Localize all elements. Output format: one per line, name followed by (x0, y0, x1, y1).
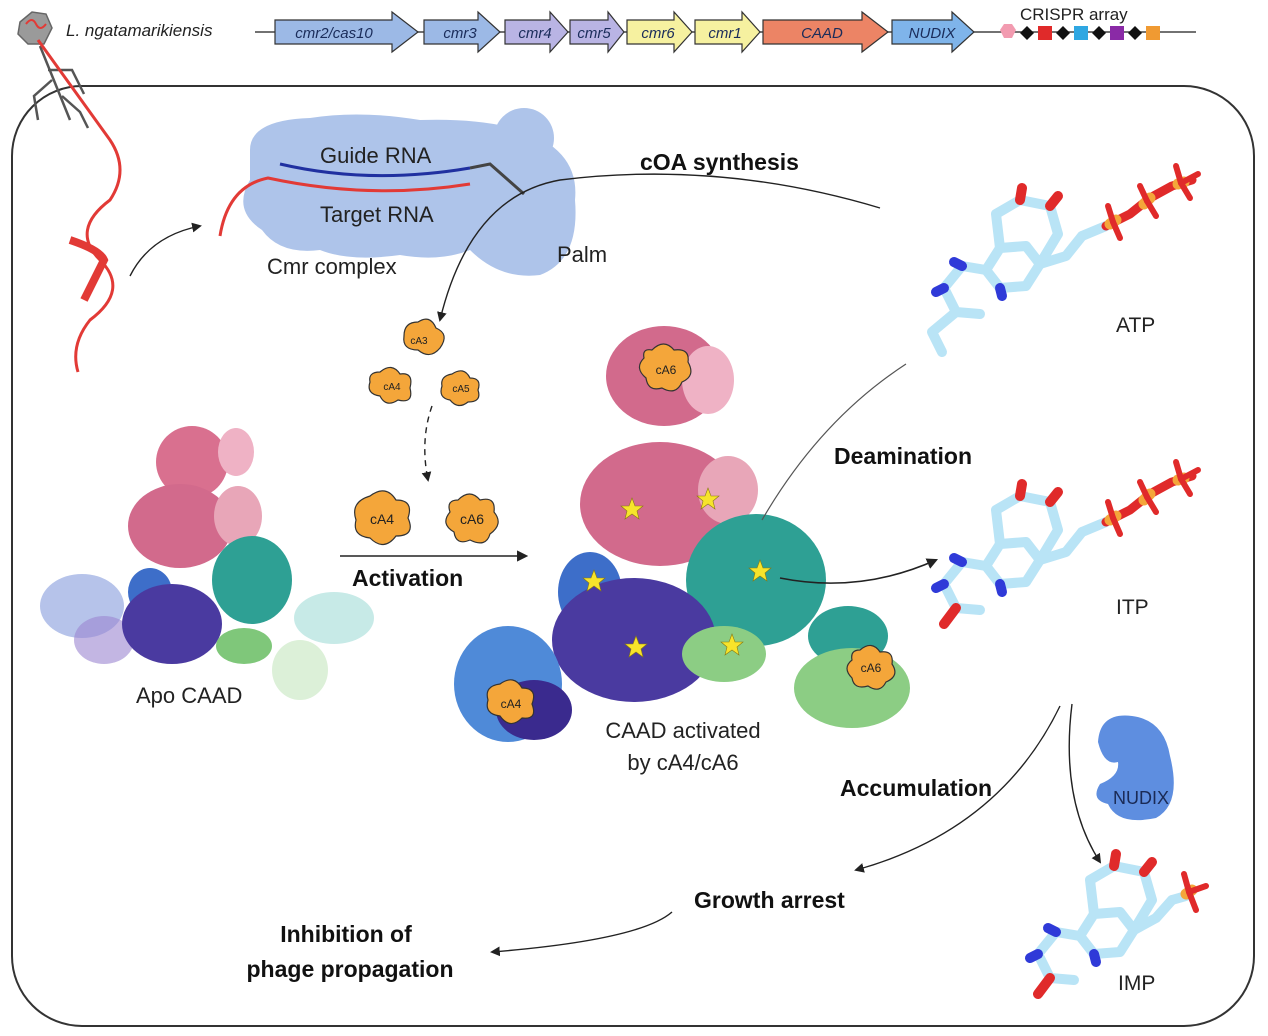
crispr-array (1000, 24, 1160, 40)
inhibition-arrow (490, 911, 673, 957)
gene-cmr2-arrow (274, 10, 419, 54)
active-site-star (620, 497, 644, 520)
bound-ca4-left: cA4 (486, 679, 535, 725)
bound-ca6-right: cA6 (846, 644, 896, 690)
target-rna-strand (218, 176, 471, 237)
phage-dna-coil (68, 236, 109, 302)
gene-cmr4-arrow (504, 10, 569, 54)
ligand-ca5: cA5 (440, 370, 480, 407)
gene-nudix-arrow (891, 10, 975, 54)
ligand-label: cA6 (861, 661, 882, 675)
inhibition-label-line1: Inhibition of (280, 921, 412, 947)
deamination-arrow (779, 558, 939, 584)
gene-label: cmr6 (641, 25, 675, 42)
nudix-protein (1096, 715, 1174, 821)
apo-caad-label: Apo CAAD (136, 683, 242, 708)
gene-label: CAAD (801, 25, 843, 42)
ligand-selection-arrow (421, 405, 433, 482)
ligand-label: cA5 (452, 384, 470, 395)
growth-arrest-label: Growth arrest (694, 887, 845, 913)
activated-caad-label-line1: CAAD activated (605, 718, 760, 743)
nudix-hydrolysis-arrow (1068, 703, 1102, 864)
guide-rna-strand (279, 162, 471, 178)
cmr-complex-label: Cmr complex (267, 254, 397, 279)
active-site-star (720, 633, 744, 656)
ligand-label: cA4 (370, 511, 394, 527)
active-site-star (748, 559, 772, 582)
organism-label: L. ngatamarikiensis (66, 21, 213, 40)
phage-dna-strand (36, 39, 122, 373)
gene-cmr5-arrow (569, 10, 625, 54)
active-site-star (582, 569, 606, 592)
nudix-label: NUDIX (1113, 788, 1169, 808)
ligand-label: cA4 (501, 697, 522, 711)
deamination-label: Deamination (834, 443, 972, 469)
ligand-label: cA3 (410, 336, 428, 347)
active-site-star (624, 635, 648, 658)
crispr-array-label: CRISPR array (1020, 5, 1128, 24)
activation-label: Activation (352, 565, 463, 591)
gene-label: cmr3 (443, 25, 477, 42)
inhibition-label-line2: phage propagation (247, 956, 454, 982)
imp-molecule (1025, 849, 1209, 999)
atp-to-caad-line (761, 363, 907, 521)
cell-boundary (11, 85, 1255, 1027)
imp-label: IMP (1118, 972, 1155, 995)
gene-label: cmr4 (518, 25, 551, 42)
activated-caad-structure (454, 326, 910, 742)
itp-molecule (931, 459, 1201, 629)
atp-label: ATP (1116, 314, 1155, 337)
ligand-ca4: cA4 (368, 366, 412, 404)
gene-caad-arrow (762, 10, 889, 54)
phage-icon (17, 11, 90, 129)
active-site-star (696, 487, 720, 510)
guide-rna-label: Guide RNA (320, 143, 432, 168)
gene-label: cmr1 (708, 25, 741, 42)
gene-cmr3-arrow (423, 10, 501, 54)
gene-label: cmr2/cas10 (295, 25, 373, 42)
infection-arrow (129, 222, 202, 277)
activation-sites (582, 487, 772, 658)
palm-label: Palm (557, 242, 607, 267)
accumulation-arrow (854, 705, 1061, 873)
atp-molecule (927, 163, 1201, 357)
gene-cmr1-arrow (694, 10, 761, 54)
rna-overhang (469, 162, 525, 196)
ligand-ca6-large: cA6 (445, 493, 499, 544)
ligand-label: cA6 (656, 363, 677, 377)
activated-caad-label-line2: by cA4/cA6 (627, 750, 738, 775)
ligand-label: cA6 (460, 511, 484, 527)
apo-caad-structure (40, 426, 374, 700)
gene-cmr6-arrow (626, 10, 693, 54)
gene-arrows (274, 10, 975, 54)
gene-label: NUDIX (909, 25, 957, 42)
accumulation-label: Accumulation (840, 775, 992, 801)
coa-synthesis-arrow (437, 173, 881, 322)
coa-synthesis-label: cOA synthesis (640, 149, 799, 175)
target-rna-label: Target RNA (320, 202, 434, 227)
itp-label: ITP (1116, 596, 1149, 619)
cmr-complex (243, 108, 576, 276)
bound-ca6-top: cA6 (638, 343, 692, 392)
ligand-label: cA4 (383, 382, 401, 393)
ligand-ca3: cA3 (403, 318, 445, 356)
gene-label: cmr5 (577, 25, 611, 42)
ligand-ca4-large: cA4 (354, 490, 411, 546)
